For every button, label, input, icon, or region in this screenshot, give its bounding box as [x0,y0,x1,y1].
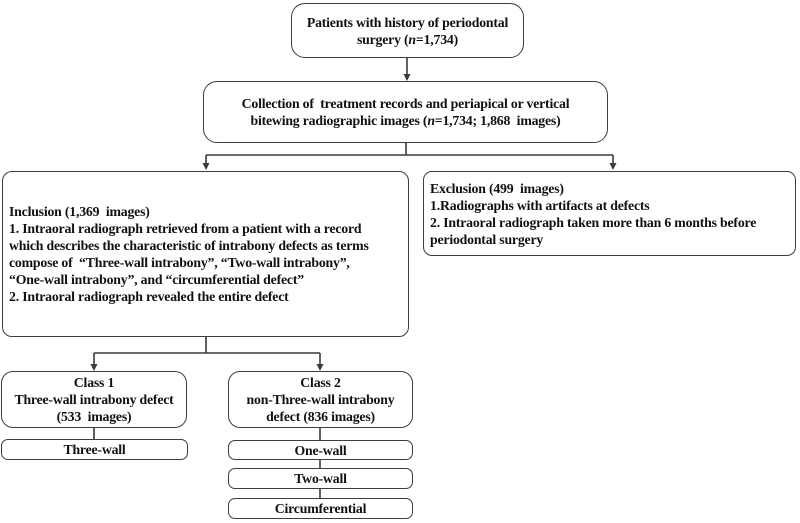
node-circumferential: Circumferential [228,498,413,519]
node-collection: Collection of treatment records and peri… [203,81,608,143]
arrowhead-collection [403,74,411,81]
node-inclusion-text: Inclusion (1,369 images) 1. Intraoral ra… [9,204,369,304]
node-patients-text: Patients with history of periodontal sur… [306,14,509,47]
node-one-wall-label: One-wall [294,442,347,458]
node-exclusion-text: Exclusion (499 images) 1.Radiographs wit… [430,180,757,247]
node-exclusion: Exclusion (499 images) 1.Radiographs wit… [423,171,796,256]
node-one-wall: One-wall [228,440,413,460]
node-class1-text: Class 1 Three-wall intrabony defect (533… [14,375,174,424]
node-collection-text: Collection of treatment records and peri… [241,96,570,128]
node-class2: Class 2 non-Three-wall intrabony defect … [228,371,413,428]
arrowhead-inclusion [202,163,210,170]
node-two-wall-label: Two-wall [294,471,347,486]
node-inclusion: Inclusion (1,369 images) 1. Intraoral ra… [2,171,409,337]
node-three-wall-label: Three-wall [63,442,126,457]
node-class2-text: Class 2 non-Three-wall intrabony defect … [246,375,395,424]
node-two-wall: Two-wall [228,468,413,489]
arrowhead-class2 [316,364,324,371]
arrowhead-class1 [90,364,98,371]
node-class1: Class 1 Three-wall intrabony defect (533… [1,371,187,428]
node-patients: Patients with history of periodontal sur… [291,3,524,58]
node-circumferential-label: Circumferential [274,501,367,516]
arrowhead-exclusion [609,163,617,170]
node-three-wall: Three-wall [1,439,188,460]
